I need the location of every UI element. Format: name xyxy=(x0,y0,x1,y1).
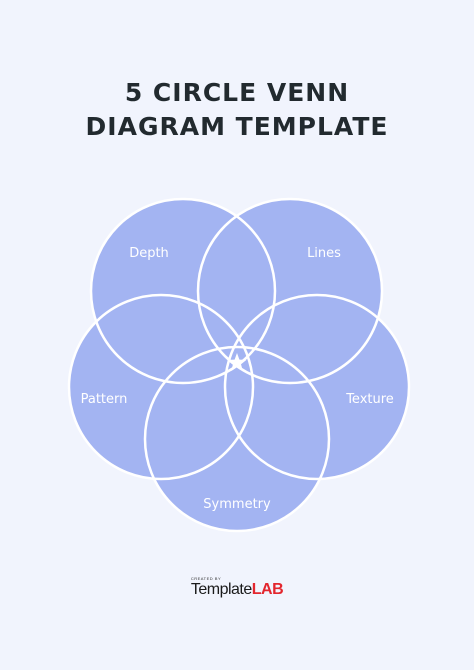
circle-symmetry-outline xyxy=(143,345,331,533)
circle-texture-outline xyxy=(223,293,411,481)
title-line-2: DIAGRAM TEMPLATE xyxy=(85,112,389,141)
venn-circle-outlines xyxy=(67,197,411,533)
label-symmetry: Symmetry xyxy=(203,497,271,512)
label-pattern: Pattern xyxy=(81,392,128,407)
circle-pattern-outline xyxy=(67,293,255,481)
logo-name-template: Template xyxy=(190,581,252,598)
circle-depth-outline xyxy=(89,197,277,385)
circle-lines-outline xyxy=(196,197,384,385)
logo-name-lab: LAB xyxy=(251,581,284,598)
label-lines: Lines xyxy=(307,246,341,261)
title-line-1: 5 CIRCLE VENN xyxy=(124,78,350,107)
logo-wordmark: TemplateLAB xyxy=(190,581,284,599)
label-depth: Depth xyxy=(129,246,169,261)
star-icon xyxy=(227,353,247,372)
page-title: 5 CIRCLE VENN DIAGRAM TEMPLATE xyxy=(0,76,474,144)
label-texture: Texture xyxy=(345,392,394,407)
templatelab-logo: CREATED BY TemplateLAB xyxy=(0,576,474,599)
logo-created-by: CREATED BY xyxy=(190,576,222,581)
